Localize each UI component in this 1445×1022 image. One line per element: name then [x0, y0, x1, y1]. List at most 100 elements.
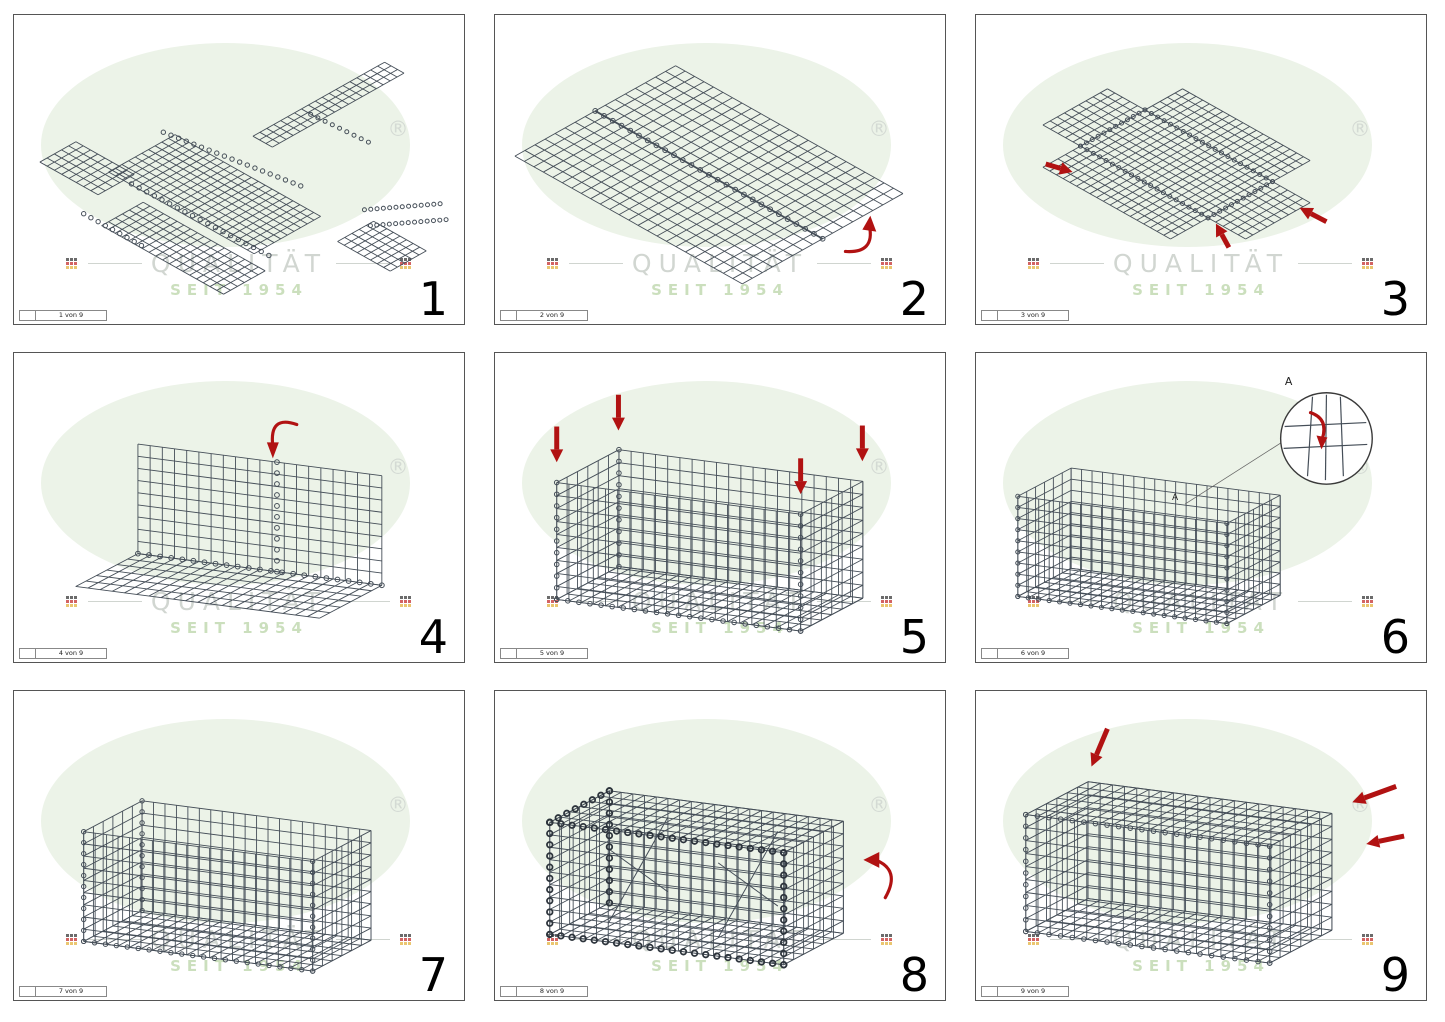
- assembly-drawing: [550, 394, 869, 634]
- mesh-grid: [800, 480, 864, 632]
- step-panel-6: ® QUALITÄT SEIT 1954 AA 6 6 von 9: [975, 352, 1427, 663]
- step-number: 3: [1380, 272, 1410, 325]
- mesh-grid: [549, 790, 610, 935]
- red-arrow-icon: [1308, 411, 1328, 450]
- mesh-grid: [83, 831, 314, 972]
- mesh-grid: [618, 449, 864, 599]
- watermark-rule: [1049, 601, 1104, 602]
- footer-cell: [501, 987, 517, 996]
- frame-wire: [607, 848, 669, 893]
- mesh-grid: [1025, 781, 1089, 932]
- german-flag-icon: [399, 258, 413, 269]
- mesh-grid: [1207, 181, 1311, 240]
- watermark-rule: [87, 263, 142, 264]
- step-panel-7: ® QUALITÄT SEIT 1954 7 7 von 9: [13, 690, 465, 1001]
- step-panel-5: ® QUALITÄT SEIT 1954 5 5 von 9: [494, 352, 946, 663]
- footer-cell: [20, 987, 36, 996]
- german-flag-icon: [1361, 596, 1375, 607]
- sheet-count-label: 3 von 9: [1020, 311, 1046, 319]
- watermark-rule: [336, 263, 391, 264]
- spiral-binder-icon: [1015, 493, 1021, 600]
- registered-trademark-icon: ®: [868, 792, 890, 817]
- watermark-rule: [1298, 601, 1353, 602]
- step-number: 8: [899, 948, 929, 1001]
- watermark-rule: [817, 601, 872, 602]
- german-flag-icon: [1361, 934, 1375, 945]
- step-panel-9: ® QUALITÄT SEIT 1954 9 9 von 9: [975, 690, 1427, 1001]
- registered-trademark-icon: ®: [868, 116, 890, 141]
- assembly-drawing: [1022, 727, 1405, 966]
- registered-trademark-icon: ®: [1349, 116, 1371, 141]
- sheet-footer: 9 von 9: [981, 986, 1069, 997]
- german-flag-icon: [880, 596, 894, 607]
- watermark-since-text: SEIT 1954: [1132, 957, 1270, 975]
- watermark-rule: [1049, 939, 1104, 940]
- watermark-rule: [1298, 263, 1353, 264]
- step-number: 7: [418, 948, 448, 1001]
- watermark-rule: [87, 601, 142, 602]
- step-panel-4: ® QUALITÄT SEIT 1954 4 4 von 9: [13, 352, 465, 663]
- frame-wire: [717, 862, 779, 907]
- german-flag-icon: [65, 934, 79, 945]
- mesh-grid: [108, 134, 321, 255]
- spiral-binder-icon: [1022, 928, 1273, 966]
- sheet-count-label: 1 von 9: [58, 311, 84, 319]
- mesh-grid: [1017, 467, 1072, 597]
- sheet-footer: 4 von 9: [19, 648, 107, 659]
- german-flag-icon: [546, 258, 560, 269]
- detail-label: A: [1172, 493, 1179, 503]
- watermark-rule: [568, 939, 623, 940]
- spiral-binder-icon: [139, 798, 145, 914]
- watermark-ellipse: [41, 380, 410, 585]
- watermark-rule: [817, 263, 872, 264]
- mesh-grid: [312, 830, 372, 972]
- sheet-count-label: 7 von 9: [58, 987, 84, 995]
- watermark-since-text: SEIT 1954: [651, 281, 789, 299]
- red-arrow-icon: [855, 425, 869, 462]
- german-flag-icon: [399, 934, 413, 945]
- red-arrow-icon: [1366, 833, 1405, 848]
- sheet-footer: 2 von 9: [500, 310, 588, 321]
- sheet-footer: 6 von 9: [981, 648, 1069, 659]
- sheet-count-label: 8 von 9: [539, 987, 565, 995]
- watermark-rule: [1049, 263, 1104, 264]
- mesh-grid: [1025, 781, 1333, 847]
- assembly-drawing: [514, 65, 904, 285]
- red-arrow-icon: [1299, 207, 1328, 224]
- sheet-footer: 5 von 9: [500, 648, 588, 659]
- mesh-grid: [549, 790, 844, 854]
- spiral-binder-icon: [81, 829, 87, 945]
- registered-trademark-icon: ®: [387, 116, 409, 141]
- watermark-rule: [817, 939, 872, 940]
- step-number: 2: [899, 272, 929, 325]
- mesh-grid: [1042, 145, 1209, 240]
- step-number: 1: [418, 272, 448, 325]
- assembly-drawing: AA: [1015, 375, 1373, 627]
- red-arrow-icon: [1215, 223, 1232, 249]
- watermark: ® QUALITÄT SEIT 1954: [14, 15, 464, 324]
- spiral-binder-icon: [128, 181, 272, 259]
- detail-wire: [1283, 443, 1368, 449]
- step-panel-2: ® QUALITÄT SEIT 1954 2 2 von 9: [494, 14, 946, 325]
- mesh-grid: [1017, 567, 1281, 624]
- mesh-grid: [1042, 88, 1146, 147]
- detail-wire: [1284, 421, 1367, 428]
- watermark-rule: [568, 601, 623, 602]
- mesh-grid: [556, 449, 620, 600]
- watermark-since-text: SEIT 1954: [170, 619, 308, 637]
- spiral-binder-icon: [1205, 179, 1276, 221]
- watermark-quality-row: QUALITÄT: [495, 251, 945, 276]
- spiral-binder-icon: [361, 201, 443, 213]
- watermark: ® QUALITÄT SEIT 1954: [14, 353, 464, 662]
- watermark-since-text: SEIT 1954: [1132, 281, 1270, 299]
- assembly-drawing: [75, 420, 385, 619]
- red-arrow-icon: [550, 426, 564, 463]
- sheet-count-label: 2 von 9: [539, 311, 565, 319]
- sheet-count-label: 4 von 9: [58, 649, 84, 657]
- registered-trademark-icon: ®: [868, 454, 890, 479]
- watermark-since-text: SEIT 1954: [651, 957, 789, 975]
- watermark: ® QUALITÄT SEIT 1954: [495, 15, 945, 324]
- mesh-grid: [1144, 88, 1311, 183]
- mesh-grid: [1269, 812, 1333, 964]
- step-number: 4: [418, 610, 448, 663]
